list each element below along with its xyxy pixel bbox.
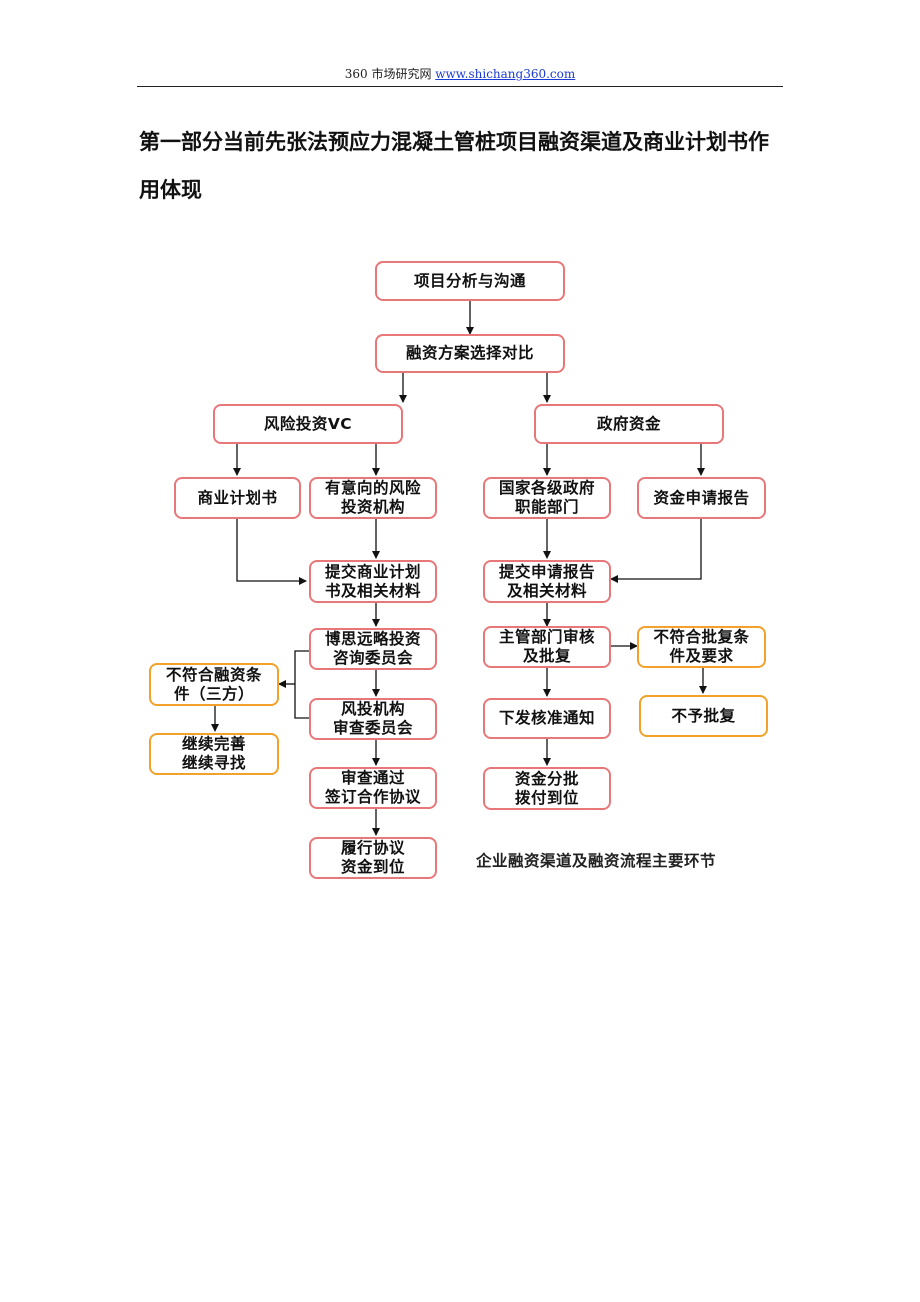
page-header: 360 市场研究网 www.shichang360.com (137, 64, 783, 87)
node-business-plan: 商业计划书 (174, 477, 301, 519)
node-funding-application: 资金申请报告 (637, 477, 766, 519)
node-consulting-committee: 博思远略投资 咨询委员会 (309, 628, 437, 670)
node-sign-agreement: 审查通过 签订合作协议 (309, 767, 437, 809)
node-financing-rejected: 不符合融资条 件（三方） (149, 663, 279, 706)
document-title: 第一部分当前先张法预应力混凝土管桩项目融资渠道及商业计划书作用体现 (139, 129, 769, 202)
node-vc-review-committee: 风投机构 审查委员会 (309, 698, 437, 740)
node-submit-application: 提交申请报告 及相关材料 (483, 560, 611, 603)
node-approval-notice: 下发核准通知 (483, 698, 611, 739)
site-link[interactable]: www.shichang360.com (435, 67, 576, 81)
node-funds-disbursed: 资金分批 拨付到位 (483, 767, 611, 810)
node-interested-vc: 有意向的风险 投资机构 (309, 477, 437, 519)
node-submit-business-plan: 提交商业计划 书及相关材料 (309, 560, 437, 603)
financing-flowchart: 项目分析与沟通 融资方案选择对比 风险投资VC 政府资金 商业计划书 有意向的风… (145, 246, 785, 902)
node-government-funds: 政府资金 (534, 404, 724, 444)
flowchart-connectors (211, 301, 707, 836)
flowchart-caption: 企业融资渠道及融资流程主要环节 (476, 852, 717, 870)
node-approval-rejected: 不符合批复条 件及要求 (637, 626, 766, 668)
node-not-approved: 不予批复 (639, 695, 768, 737)
node-venture-capital: 风险投资VC (213, 404, 403, 444)
site-name: 360 市场研究网 (344, 67, 436, 81)
node-continue-improving: 继续完善 继续寻找 (149, 733, 279, 775)
node-department-review: 主管部门审核 及批复 (483, 626, 611, 668)
node-scheme-comparison: 融资方案选择对比 (375, 334, 565, 373)
node-funds-in-place: 履行协议 资金到位 (309, 837, 437, 879)
node-project-analysis: 项目分析与沟通 (375, 261, 565, 301)
node-government-departments: 国家各级政府 职能部门 (483, 477, 611, 519)
